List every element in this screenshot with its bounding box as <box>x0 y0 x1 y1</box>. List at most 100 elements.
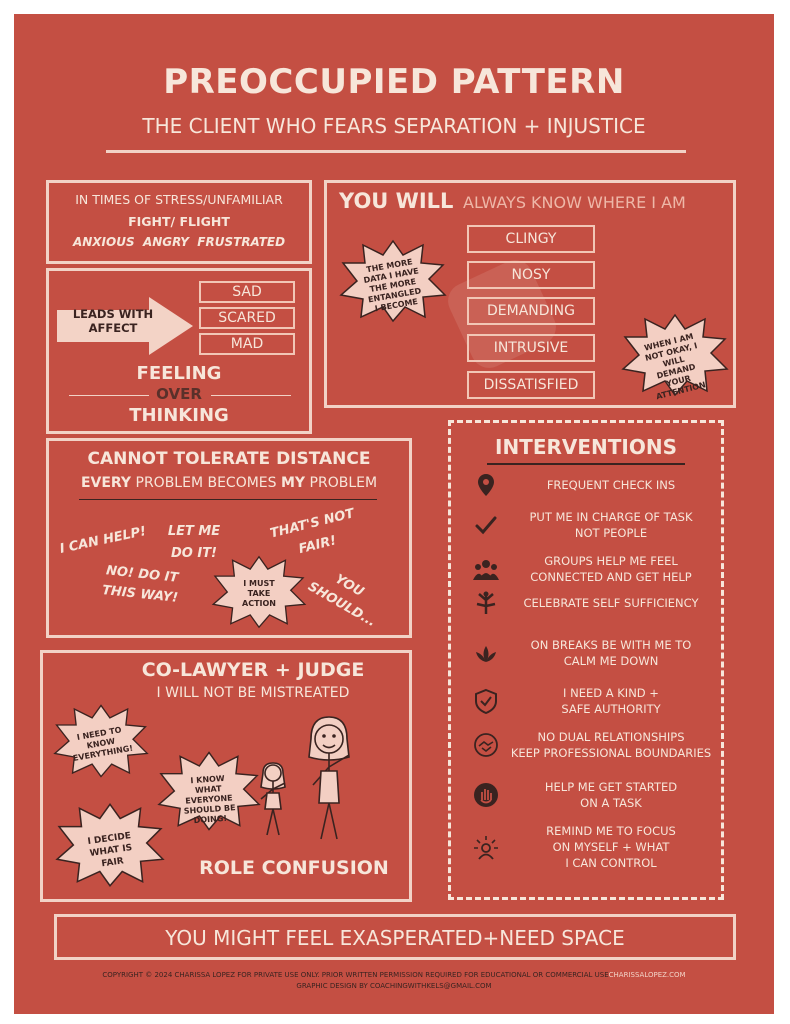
intervention-line: I CAN CONTROL <box>565 856 657 870</box>
my-word: MY <box>281 475 306 491</box>
intervention-line: REMIND ME TO FOCUS <box>546 824 676 838</box>
burst-take-action-text: I MUST TAKE ACTION <box>242 579 276 608</box>
trait-clingy: CLINGY <box>467 225 595 253</box>
stress-box: IN TIMES OF STRESS/UNFAMILIAR FIGHT/ FLI… <box>46 180 312 264</box>
phrase-can-help: I CAN HELP! <box>58 524 148 557</box>
feeling-word: FEELING <box>136 363 222 384</box>
burst-know-everything: I NEED TO KNOW EVERYTHING! <box>53 701 149 781</box>
handshake-icon <box>473 732 499 758</box>
stress-line-2: FIGHT/ FLIGHT <box>128 214 230 229</box>
burst-more-data: THE MORE DATA I HAVE THE MORE ENTANGLED … <box>339 239 447 323</box>
you-will-subtitle: ALWAYS KNOW WHERE I AM <box>463 193 686 212</box>
interventions-box: INTERVENTIONS FREQUENT CHECK INS PUT ME I… <box>448 420 724 900</box>
site-link[interactable]: CHARISSALOPEZ.COM <box>608 971 686 979</box>
burst-more-data-text: THE MORE DATA I HAVE THE MORE ENTANGLED … <box>362 257 422 314</box>
intervention-line: ON MYSELF + WHAT <box>552 840 670 854</box>
intervention-line: ON BREAKS BE WITH ME TO <box>530 638 692 652</box>
trait-nosy: NOSY <box>467 261 595 289</box>
distance-title: CANNOT TOLERATE DISTANCE <box>87 449 371 469</box>
interventions-divider <box>487 463 685 465</box>
intervention-line: PUT ME IN CHARGE OF TASK <box>529 510 693 524</box>
lotus-icon <box>473 640 499 666</box>
sub-end: PROBLEM <box>305 475 378 491</box>
intervention-text: REMIND ME TO FOCUS ON MYSELF + WHAT I CAN … <box>506 823 716 871</box>
phrase-let-me: LET ME DO IT! <box>167 524 221 561</box>
over-word: OVER <box>156 385 202 403</box>
celebrate-icon <box>473 590 499 616</box>
burst-take-action: I MUST TAKE ACTION <box>211 555 307 629</box>
you-will-title: YOU WILL <box>339 189 454 213</box>
footer-banner: YOU MIGHT FEEL EXASPERATED+NEED SPACE <box>54 914 736 960</box>
affect-arrow-icon <box>57 297 193 355</box>
emotion-mad: MAD <box>199 333 295 355</box>
location-pin-icon <box>473 472 499 498</box>
footer-banner-text: YOU MIGHT FEEL EXASPERATED+NEED SPACE <box>165 926 625 950</box>
intervention-line: FREQUENT CHECK INS <box>546 478 676 492</box>
intervention-text: HELP ME GET STARTED ON A TASK <box>506 779 716 811</box>
emotion-sad: SAD <box>199 281 295 303</box>
phrase-no-do-it: NO! DO IT THIS WAY! <box>101 563 179 606</box>
trait-intrusive: INTRUSIVE <box>467 334 595 362</box>
intervention-line: NO DUAL RELATIONSHIPS <box>537 730 685 744</box>
intervention-text: FREQUENT CHECK INS <box>506 477 716 493</box>
sub-mid: PROBLEM BECOMES <box>131 475 281 491</box>
intervention-text: PUT ME IN CHARGE OF TASK NOT PEOPLE <box>506 509 716 541</box>
intervention-item: NO DUAL RELATIONSHIPS KEEP PROFESSIONAL B… <box>451 729 721 761</box>
page-subtitle: THE CLIENT WHO FEARS SEPARATION + INJUST… <box>142 114 646 138</box>
stick-figures-icon <box>260 716 350 840</box>
trait-dissatisfied: DISSATISFIED <box>467 371 595 399</box>
over-line-right <box>211 395 291 396</box>
intervention-line: ON A TASK <box>580 796 642 810</box>
over-line-left <box>69 395 149 396</box>
intervention-line: CELEBRATE SELF SUFFICIENCY <box>523 596 699 610</box>
colawyer-subtitle: I WILL NOT BE MISTREATED <box>156 685 350 701</box>
stress-line-3: ANXIOUS ANGRY FRUSTRATED <box>72 235 286 249</box>
distance-subtitle: EVERY PROBLEM BECOMES MY PROBLEM <box>49 475 409 491</box>
intervention-text: ON BREAKS BE WITH ME TO CALM ME DOWN <box>506 637 716 669</box>
emotion-scared: SCARED <box>199 307 295 329</box>
intervention-line: NOT PEOPLE <box>574 526 648 540</box>
copyright-text: COPYRIGHT © 2024 CHARISSA LOPEZ FOR PRIV… <box>102 971 609 979</box>
you-will-box: YOU WILL ALWAYS KNOW WHERE I AM CLINGY N… <box>324 180 736 408</box>
intervention-line: I NEED A KIND + <box>563 686 659 700</box>
burst-know-doing: I KNOW WHAT EVERYONE SHOULD BE DOING! <box>157 749 261 833</box>
burst-decide-fair: I DECIDE WHAT IS FAIR <box>55 799 165 891</box>
intervention-line: CONNECTED AND GET HELP <box>530 570 692 584</box>
affect-arrow-label: LEADS WITH AFFECT <box>72 307 154 335</box>
intervention-text: CELEBRATE SELF SUFFICIENCY <box>506 595 716 611</box>
intervention-item: I NEED A KIND + SAFE AUTHORITY <box>451 685 721 717</box>
intervention-item: ON BREAKS BE WITH ME TO CALM ME DOWN <box>451 637 721 669</box>
colawyer-box: CO-LAWYER + JUDGE I WILL NOT BE MISTREAT… <box>40 650 412 902</box>
intervention-item: FREQUENT CHECK INS <box>451 474 721 496</box>
intervention-text: I NEED A KIND + SAFE AUTHORITY <box>506 685 716 717</box>
intervention-line: CALM ME DOWN <box>563 654 659 668</box>
page-title: PREOCCUPIED PATTERN <box>163 62 625 102</box>
distance-box: CANNOT TOLERATE DISTANCE EVERY PROBLEM B… <box>46 438 412 638</box>
intervention-line: KEEP PROFESSIONAL BOUNDARIES <box>510 746 712 760</box>
role-confusion: ROLE CONFUSION <box>199 857 389 879</box>
every-word: EVERY <box>80 475 132 491</box>
phrase-you-should: YOU SHOULD... <box>305 571 379 631</box>
intervention-item: CELEBRATE SELF SUFFICIENCY <box>451 591 721 614</box>
hand-circle-icon <box>473 782 499 808</box>
interventions-title: INTERVENTIONS <box>495 435 677 459</box>
title-divider <box>106 150 686 153</box>
poster: PREOCCUPIED PATTERN THE CLIENT WHO FEARS… <box>14 14 774 1014</box>
burst-know-doing-text: I KNOW WHAT EVERYONE SHOULD BE DOING! <box>183 773 236 826</box>
intervention-text: NO DUAL RELATIONSHIPS KEEP PROFESSIONAL B… <box>506 729 716 761</box>
thinking-word: THINKING <box>129 405 229 426</box>
copyright-line: COPYRIGHT © 2024 CHARISSA LOPEZ FOR PRIV… <box>14 971 774 979</box>
intervention-item: HELP ME GET STARTED ON A TASK <box>451 779 721 811</box>
checkmark-icon <box>473 512 499 538</box>
intervention-line: SAFE AUTHORITY <box>561 702 661 716</box>
design-credit: GRAPHIC DESIGN BY COACHINGWITHKELS@GMAIL… <box>296 982 492 990</box>
shield-check-icon <box>473 688 499 715</box>
intervention-line: HELP ME GET STARTED <box>544 780 678 794</box>
burst-demand-attention: WHEN I AM NOT OKAY, I WILL DEMAND YOUR A… <box>621 313 729 401</box>
colawyer-title: CO-LAWYER + JUDGE <box>141 659 365 681</box>
distance-divider <box>79 499 377 500</box>
group-icon <box>473 556 499 582</box>
